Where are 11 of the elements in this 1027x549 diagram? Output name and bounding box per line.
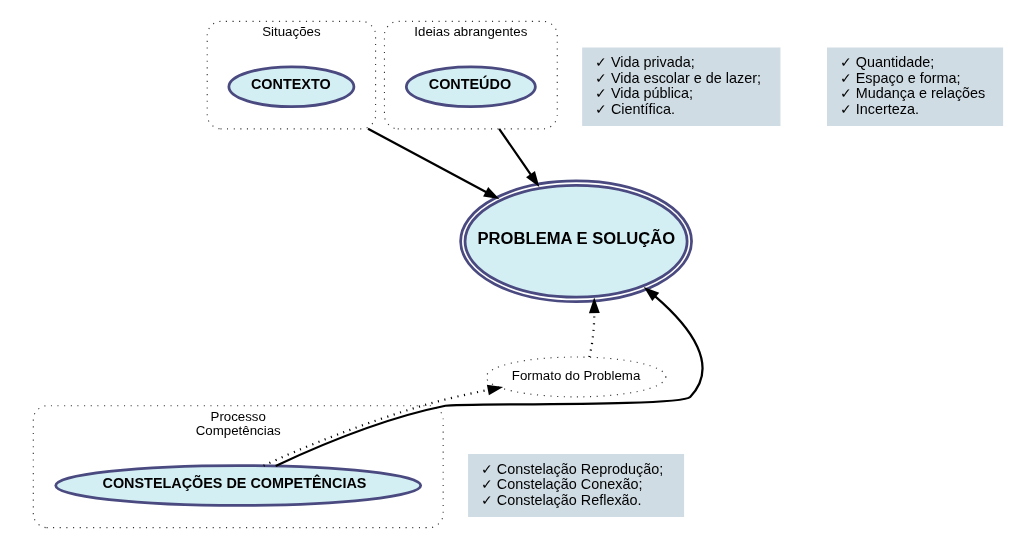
node-box: ✓ Vida privada; ✓ Vida escolar e de lazer; ✓ Vida pública; ✓ Científica. xyxy=(582,47,781,127)
node-ellipse: CONTEÚDO xyxy=(404,65,537,109)
node-box: ✓ Constelação Reprodução; ✓ Constelação Conexão; ✓ Constelação Reflexão. xyxy=(468,453,685,518)
arrow xyxy=(498,128,540,187)
arrow xyxy=(263,384,504,467)
arrow xyxy=(588,297,600,358)
node-box: ✓ Quantidade; ✓ Espaço e forma; ✓ Mudança e relações ✓ Incerteza. xyxy=(827,47,1004,127)
node-ellipse: CONTEXTO xyxy=(227,65,356,109)
arrow xyxy=(367,127,500,200)
arrow xyxy=(275,287,704,467)
node-ellipse: CONSTELAÇÕES DE COMPETÊNCIAS xyxy=(54,464,423,507)
